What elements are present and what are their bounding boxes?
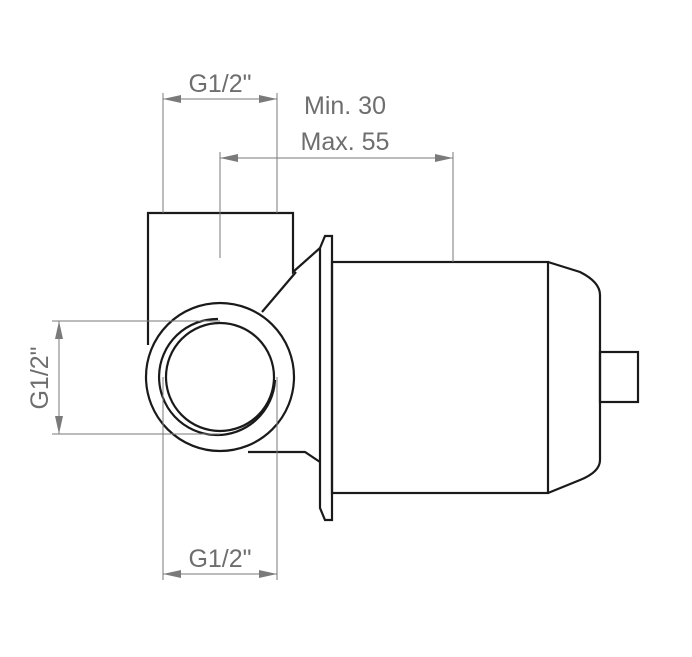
pipe-outer-ring (144, 301, 296, 453)
top-inlet-dimension: G1/2" (162, 70, 278, 213)
top-inlet-label: G1/2" (188, 70, 251, 98)
wall-depth-max-label: Max. 55 (301, 128, 390, 156)
valve-body-outline (144, 211, 640, 522)
inlet-body (146, 211, 321, 345)
end-cap (547, 260, 602, 495)
cartridge-housing (330, 260, 550, 495)
spindle (598, 350, 640, 404)
bottom-outlet-dimension: G1/2" (162, 377, 278, 580)
flange-plate (318, 234, 334, 522)
lower-neck (248, 450, 321, 463)
side-inlet-dimension: G1/2" (26, 320, 220, 435)
side-inlet-label: G1/2" (26, 346, 54, 409)
wall-depth-dimension: Min. 30 Max. 55 (219, 92, 454, 262)
pipe-inner-ring (164, 321, 276, 433)
pipe-thread-arc (158, 317, 277, 437)
bottom-outlet-label: G1/2" (188, 545, 251, 573)
wall-depth-min-label: Min. 30 (304, 92, 386, 120)
upper-neck (261, 271, 297, 313)
